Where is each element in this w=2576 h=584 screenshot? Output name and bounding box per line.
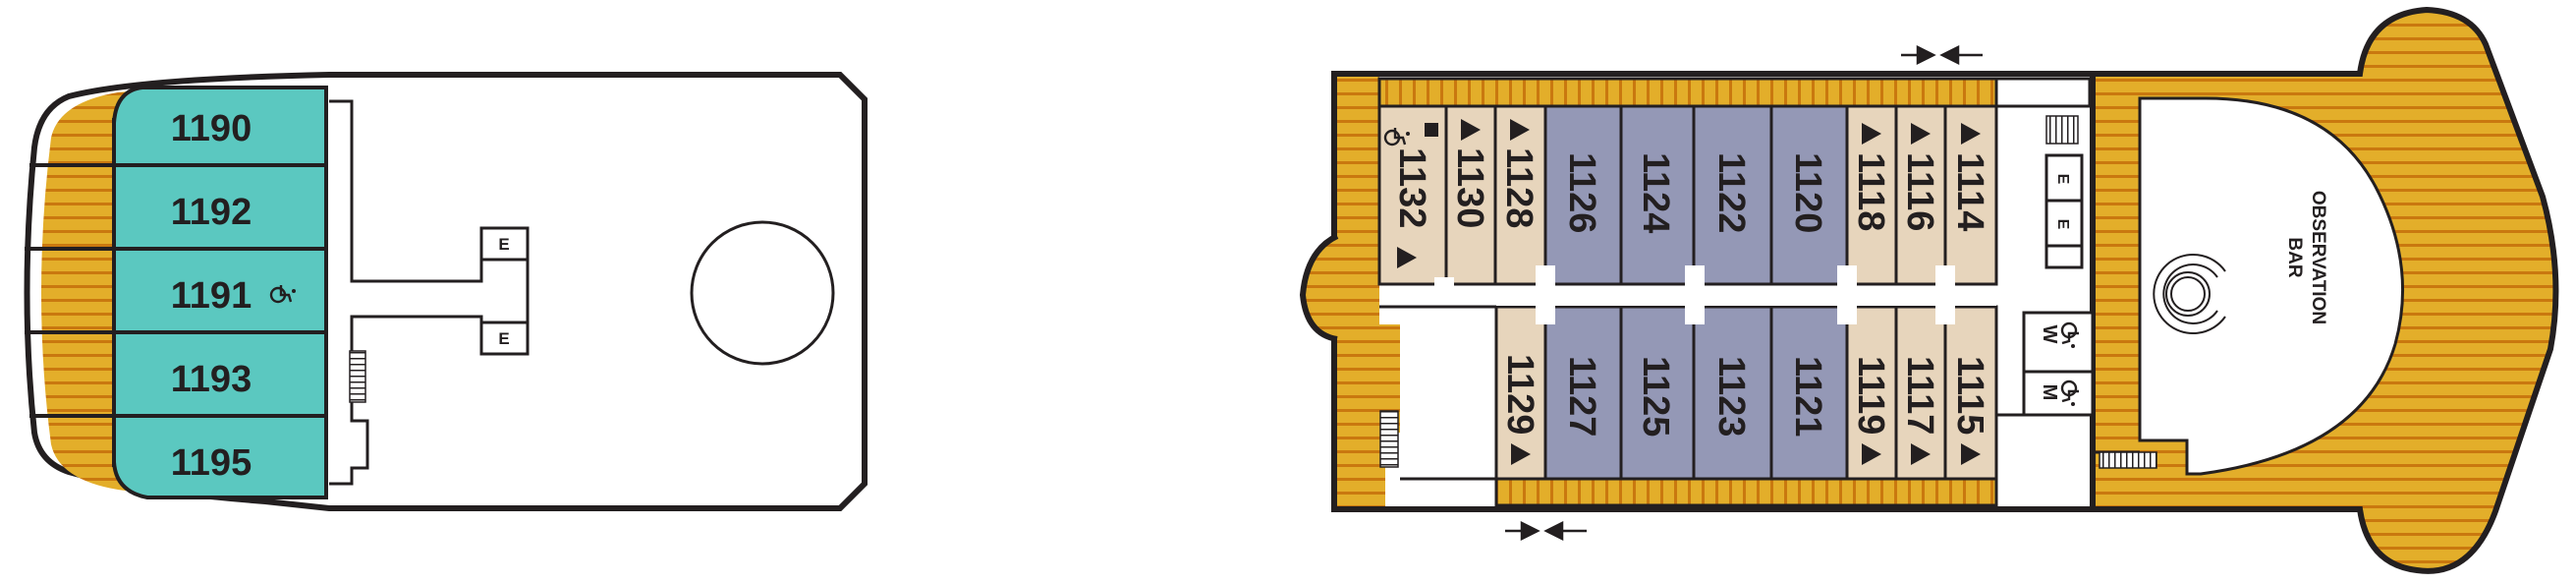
svg-text:1116: 1116 <box>1899 152 1940 231</box>
cabin-1192[interactable]: 1192 <box>171 192 252 233</box>
cabin-1126[interactable] <box>1543 104 1623 286</box>
observation-bar-area <box>2138 96 2405 476</box>
svg-text:1115: 1115 <box>1949 356 1990 435</box>
observation-bar-label-2: BAR <box>2284 237 2305 277</box>
cabin-1124[interactable] <box>1619 104 1696 286</box>
cabin-1195[interactable]: 1195 <box>171 442 252 484</box>
cabin-1190[interactable]: 1190 <box>171 108 252 149</box>
svg-text:1128: 1128 <box>1498 147 1540 228</box>
cabin-1118[interactable] <box>1845 104 1898 286</box>
forward-stairs <box>349 350 366 403</box>
connecting-arrows-top <box>1901 44 1983 66</box>
cabin-1193[interactable]: 1193 <box>171 359 252 400</box>
bar-counter <box>2153 254 2226 334</box>
forward-deck-wood <box>41 87 177 497</box>
connecting-arrows-bottom <box>1505 520 1587 542</box>
forward-elevator-2: E <box>498 329 509 348</box>
svg-text:1120: 1120 <box>1787 152 1828 233</box>
svg-text:1125: 1125 <box>1635 356 1676 437</box>
svg-text:1121: 1121 <box>1787 356 1828 437</box>
top-row-cabins <box>1377 104 1998 286</box>
svg-text:1132: 1132 <box>1391 147 1432 228</box>
svg-text:1127: 1127 <box>1561 356 1602 437</box>
aft-port-deck <box>1303 77 1400 506</box>
aft-elevator-1: E <box>2054 174 2071 185</box>
aft-elevator-2: E <box>2054 219 2071 230</box>
cabin-1117[interactable] <box>1894 305 1947 481</box>
restroom-men-label: M <box>2039 384 2060 401</box>
svg-text:1119: 1119 <box>1850 356 1891 435</box>
svg-text:1130: 1130 <box>1449 147 1490 228</box>
cabin-1191[interactable]: 1191 <box>171 275 252 317</box>
svg-text:1117: 1117 <box>1899 356 1940 435</box>
svg-text:1126: 1126 <box>1561 152 1602 233</box>
aft-deck: E E W M OBSERVATION BAR 1132 1130 <box>1299 6 2559 574</box>
observation-bar-label: OBSERVATION <box>2308 191 2328 324</box>
restroom-men[interactable] <box>2022 370 2095 417</box>
top-row-labels: 1132 1130 1128 1126 1124 1122 1120 1118 … <box>1383 119 1990 268</box>
aft-stairs-bottom <box>2099 451 2157 469</box>
cabin-1129[interactable] <box>1494 305 1547 481</box>
svg-text:1123: 1123 <box>1710 356 1752 437</box>
forward-deck: E E 1190 1192 1191 1193 1195 <box>24 72 868 511</box>
cabin-1127[interactable] <box>1543 305 1623 481</box>
forward-elevator-1: E <box>498 235 509 254</box>
svg-text:1124: 1124 <box>1635 152 1676 233</box>
square-marker-icon <box>1425 123 1438 137</box>
svg-text:1118: 1118 <box>1850 152 1891 231</box>
door-notches <box>1434 265 1955 324</box>
aft-port-stairs <box>1379 410 1399 468</box>
bottom-row-cabins <box>1494 305 1998 481</box>
bottom-row-labels: 1129 1127 1125 1123 1121 1119 1117 1115 <box>1499 354 1990 465</box>
forward-pool-circle <box>690 220 835 366</box>
restroom-women-label: W <box>2039 325 2060 344</box>
svg-text:1114: 1114 <box>1949 152 1990 231</box>
svg-text:1129: 1129 <box>1499 354 1540 435</box>
cabin-1130[interactable] <box>1444 104 1497 286</box>
aft-stairs-top <box>2045 115 2079 145</box>
cabin-1122[interactable] <box>1692 104 1773 286</box>
cabin-1125[interactable] <box>1619 305 1696 481</box>
svg-text:1122: 1122 <box>1710 152 1752 233</box>
